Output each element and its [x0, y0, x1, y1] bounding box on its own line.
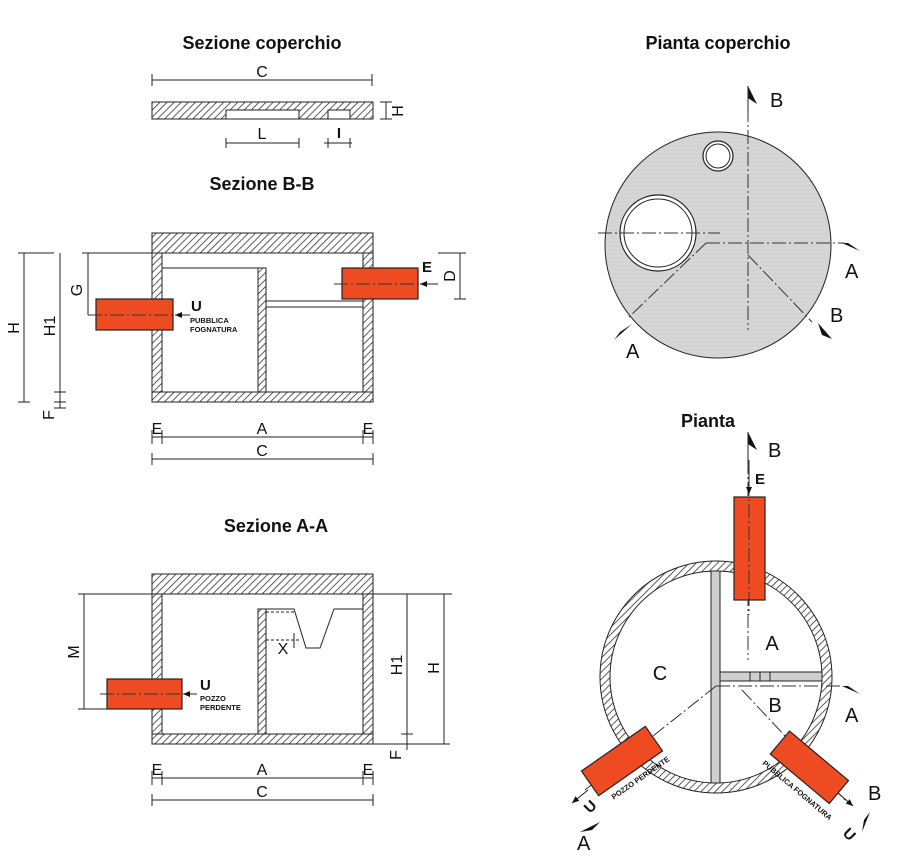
- section-aa-view: Sezione A-A X U POZZO PERDENTE M H1 H: [66, 516, 452, 806]
- lid-mark-a-left: A: [626, 341, 640, 363]
- dim-c-top: C: [256, 64, 268, 81]
- plan-view: Pianta E B A B C A POZZO PERDENTE: [571, 411, 881, 855]
- dim-c-bb: C: [256, 443, 268, 460]
- dim-e-right-aa: E: [363, 762, 374, 779]
- dim-l: L: [258, 126, 267, 143]
- dim-h-aa: H: [426, 662, 443, 674]
- lid-disc: [604, 131, 832, 359]
- well-pipe-plan: [580, 725, 664, 797]
- chamber-c: C: [653, 663, 667, 685]
- plan-cut-marker-b-top: [748, 432, 757, 450]
- dim-f-bb: F: [41, 410, 58, 420]
- dim-h1-bb: H1: [42, 316, 59, 337]
- dim-h-lid: H: [390, 105, 407, 117]
- cut-marker-b-top: [748, 86, 757, 104]
- lid-mark-b-top: B: [770, 90, 783, 112]
- dim-h-bb: H: [6, 322, 23, 334]
- lid-mark-a-right: A: [845, 261, 859, 283]
- section-bb-view: Sezione B-B U PUBBLICA FOGNATURA E D G H…: [6, 174, 466, 465]
- section-bb-title: Sezione B-B: [209, 174, 314, 194]
- dim-c-aa: C: [256, 784, 268, 801]
- lid-plan-title: Pianta coperchio: [645, 33, 790, 53]
- sewer-pipe-plan: [769, 730, 850, 805]
- plan-title: Pianta: [681, 411, 736, 431]
- sewer-label-bb-1: PUBBLICA: [190, 316, 229, 325]
- section-aa-title: Sezione A-A: [224, 516, 328, 536]
- dim-g: G: [69, 284, 86, 296]
- dim-e-left-bb: E: [152, 421, 163, 438]
- plan-cut-marker-a-left: [580, 822, 600, 832]
- inlet-label-plan: E: [755, 471, 765, 488]
- dim-i: I: [337, 125, 341, 142]
- inlet-label-bb: E: [422, 259, 432, 276]
- plan-mark-b-top: B: [768, 440, 781, 462]
- plan-mark-a-left: A: [577, 833, 591, 855]
- chamber-b: B: [768, 695, 781, 717]
- cut-marker-a-right: [842, 243, 860, 251]
- dim-e-right-bb: E: [363, 421, 374, 438]
- sewer-label-bb-2: FOGNATURA: [190, 325, 238, 334]
- dim-f-aa: F: [388, 750, 405, 760]
- plan-outlet-u-left: U: [581, 797, 601, 817]
- cut-marker-b-right: [818, 323, 832, 339]
- plan-cut-marker-a-right: [842, 686, 860, 694]
- lid-plan-view: Pianta coperchio B A A B: [598, 33, 860, 363]
- dim-h1-aa: H1: [389, 655, 406, 676]
- plan-mark-a-right: A: [845, 705, 859, 727]
- well-label-aa-1: POZZO: [200, 694, 226, 703]
- lid-section-title: Sezione coperchio: [182, 33, 341, 53]
- dim-x: X: [278, 641, 289, 658]
- well-label-aa-2: PERDENTE: [200, 703, 241, 712]
- lid-section-view: Sezione coperchio C H L I: [151, 33, 407, 148]
- dim-a-aa: A: [257, 762, 268, 779]
- plan-cut-marker-b-right: [862, 812, 870, 832]
- dim-m: M: [66, 645, 83, 658]
- cut-marker-a-left: [614, 324, 632, 340]
- dim-e-left-aa: E: [152, 762, 163, 779]
- chamber-a: A: [765, 633, 779, 655]
- dim-a-bb: A: [257, 421, 268, 438]
- lid-mark-b-right: B: [830, 305, 843, 327]
- outlet-label-bb: U: [191, 298, 202, 315]
- plan-mark-b-right: B: [868, 783, 881, 805]
- outlet-label-aa: U: [200, 677, 211, 694]
- plan-outlet-u-right: U: [839, 825, 859, 845]
- dim-d: D: [442, 270, 459, 282]
